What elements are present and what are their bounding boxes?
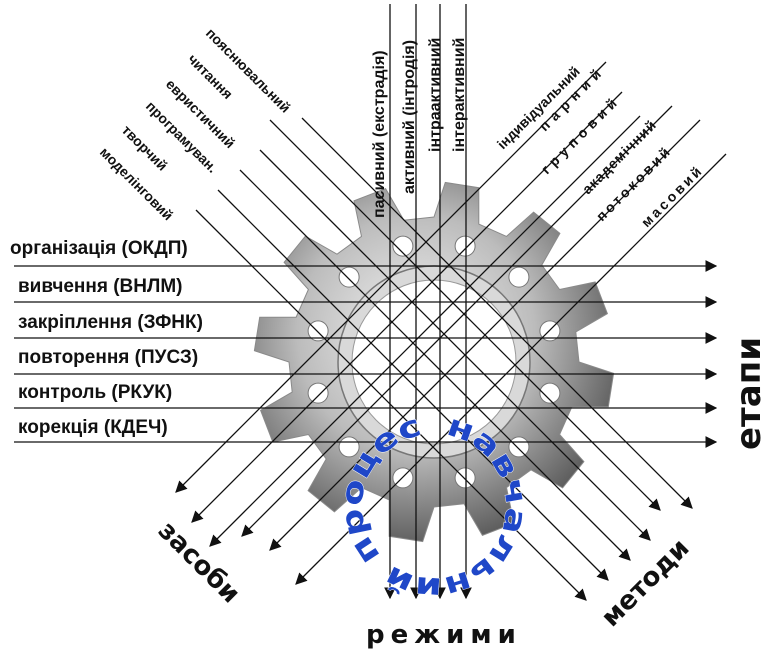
stage-label: вивчення (ВНЛМ) bbox=[18, 276, 183, 297]
mode-label: інтерактивний bbox=[451, 38, 468, 152]
gear-hole bbox=[509, 267, 529, 287]
arrow-lines bbox=[14, 4, 726, 600]
gear-graphic bbox=[254, 182, 613, 541]
axis-title-modes: режими bbox=[366, 620, 522, 650]
axis-title-means: засоби bbox=[152, 516, 246, 610]
gear-hub bbox=[352, 280, 516, 444]
gear-hole bbox=[455, 468, 475, 488]
gear-hole bbox=[339, 267, 359, 287]
axis-title-stages: етапи bbox=[729, 337, 764, 450]
stage-label: організація (ОКДП) bbox=[10, 238, 188, 259]
mode-label: інтраактивний bbox=[427, 38, 444, 152]
stage-label: контроль (РКУК) bbox=[18, 382, 172, 403]
axis-title-methods: методи bbox=[596, 533, 696, 633]
mode-label: активний (інтродія) bbox=[401, 40, 418, 194]
stage-label: повторення (ПУСЗ) bbox=[18, 347, 198, 368]
gear-hole bbox=[455, 236, 475, 256]
stage-label: закріплення (ЗФНК) bbox=[18, 312, 203, 333]
mode-label: пасивний (екстрадія) bbox=[371, 50, 388, 218]
stage-label: корекція (КДЕЧ) bbox=[18, 417, 168, 438]
gear-hole bbox=[308, 383, 328, 403]
